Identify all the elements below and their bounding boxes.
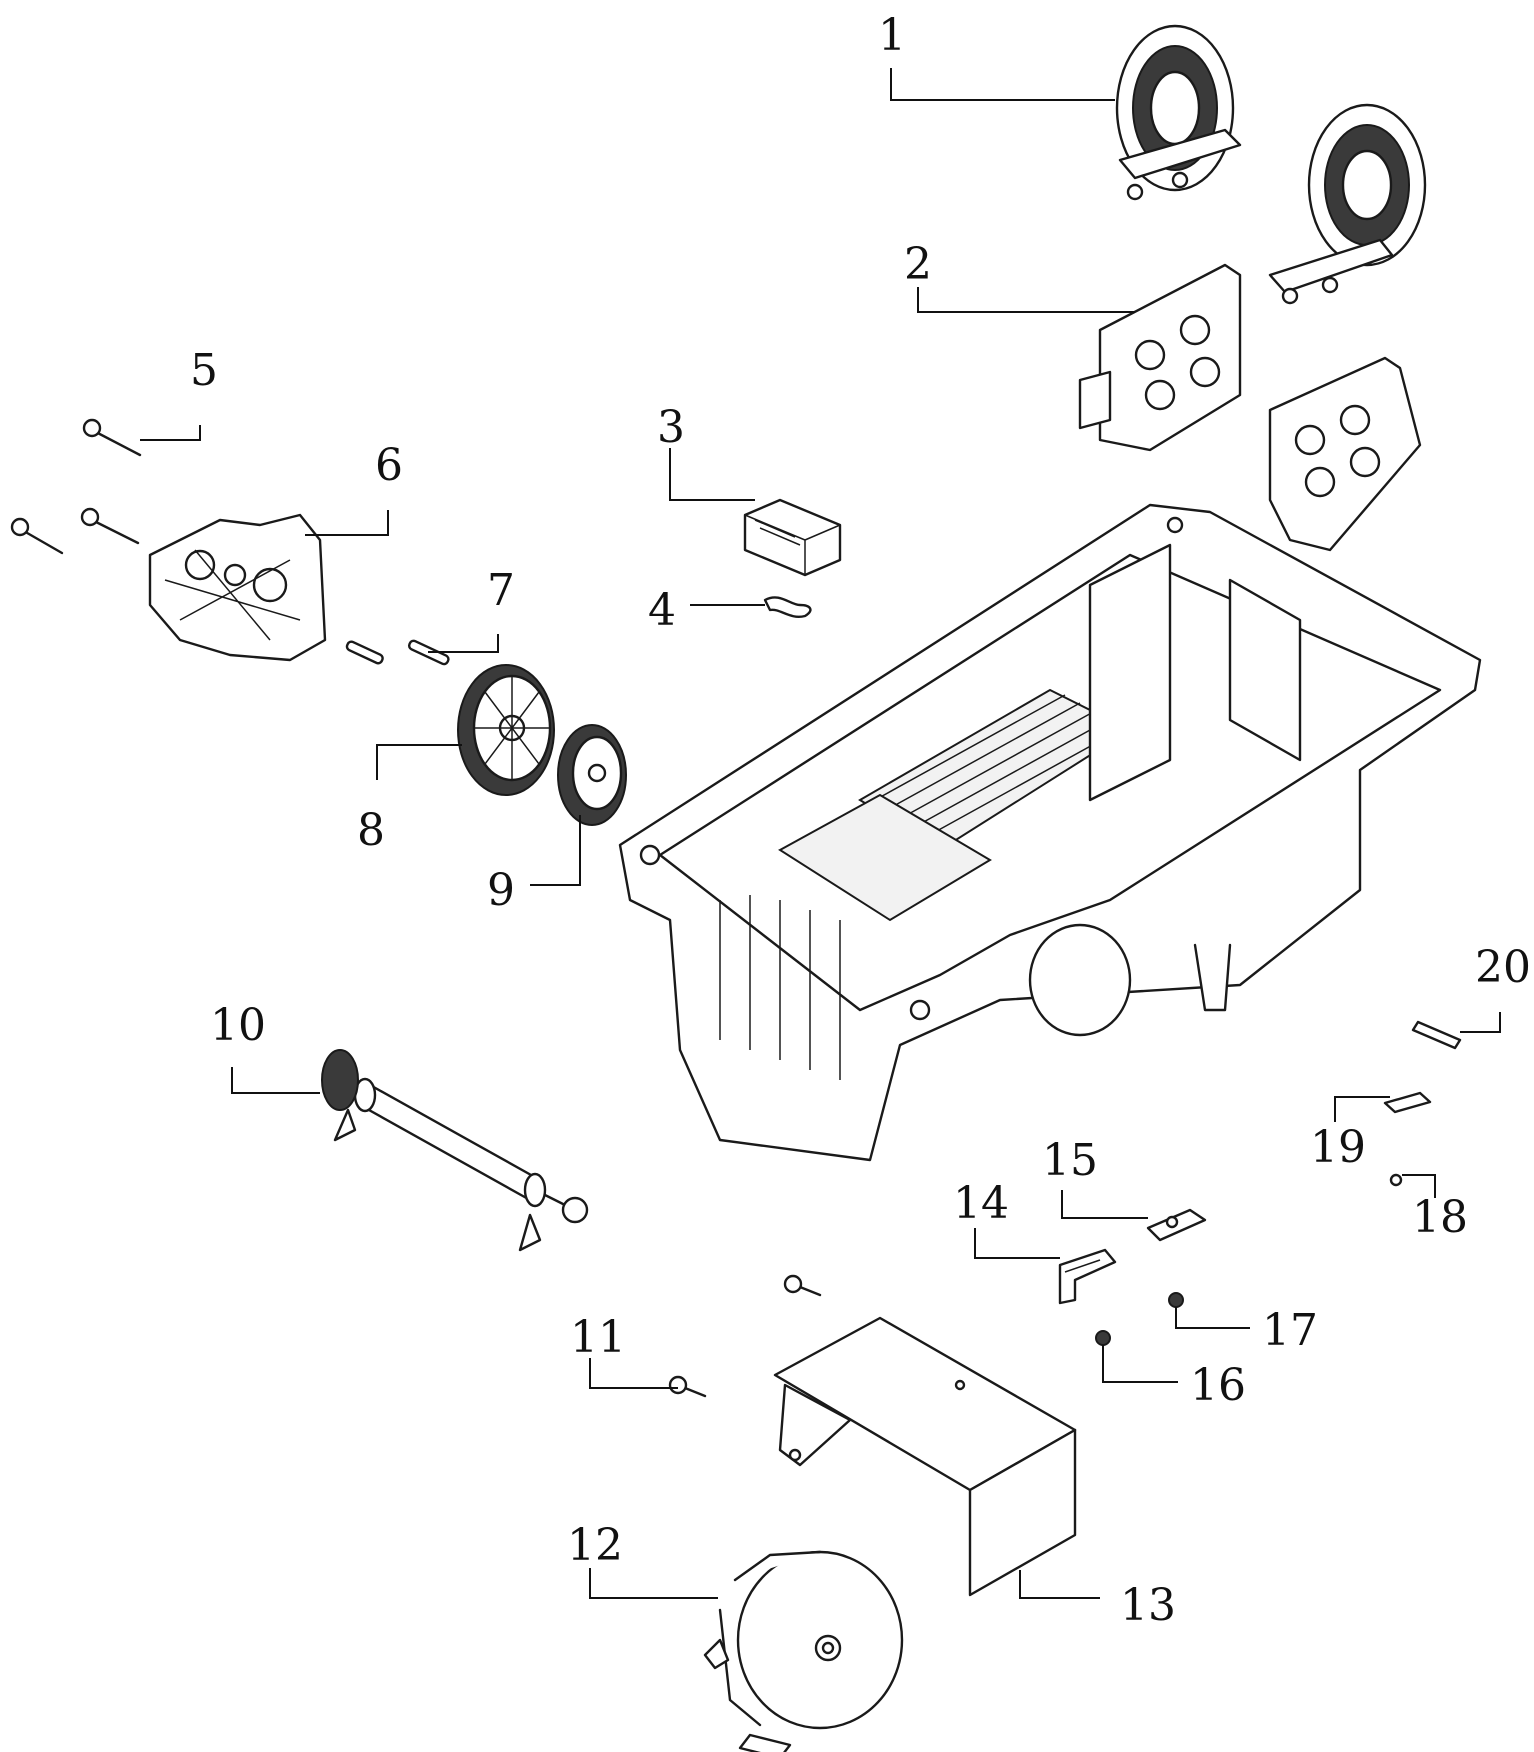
part-2-spool-brackets [1078,263,1422,552]
callout-16: 16 [1190,1360,1246,1411]
part-1-spool-holders [1115,24,1427,305]
part-15-plate [1146,1208,1207,1242]
leader-12 [589,1568,718,1599]
callout-15: 15 [1042,1135,1098,1186]
leader-20 [1460,1012,1501,1033]
leader-13 [1019,1570,1100,1599]
leader-9 [530,815,581,886]
callout-7: 7 [487,565,515,616]
callout-1: 1 [878,10,906,61]
part-19-clip [1383,1091,1432,1114]
part-18-screw [1389,1173,1403,1187]
leader-7 [428,634,499,653]
callout-labels: 1 2 3 4 5 6 7 8 9 10 11 12 13 14 15 16 1… [190,10,1531,1631]
leader-3 [669,448,755,501]
callout-5: 5 [190,345,218,396]
part-5-screws [10,418,142,555]
part-12-stepper-motor [703,1550,904,1752]
leader-11 [589,1358,678,1389]
part-3-sensor-block [743,498,842,577]
part-9-small-gear [557,724,627,826]
part-16-screw [1095,1330,1111,1346]
part-14-bracket [1058,1248,1117,1305]
callout-11: 11 [570,1312,626,1363]
leader-lines [140,68,1501,1599]
leader-14 [974,1228,1060,1259]
callout-18: 18 [1412,1192,1468,1243]
callout-13: 13 [1120,1580,1176,1631]
callout-9: 9 [487,865,515,916]
callout-20: 20 [1475,942,1531,993]
part-13-motor-bracket [773,1316,1077,1597]
leader-2 [917,287,1135,313]
callout-10: 10 [210,1000,266,1051]
leader-17 [1175,1307,1250,1329]
callout-6: 6 [375,440,403,491]
part-6-gear-housing [148,513,327,662]
part-17-screw [1168,1292,1184,1308]
leader-10 [231,1067,320,1094]
leader-15 [1061,1190,1148,1219]
callout-4: 4 [648,585,676,636]
leader-18 [1402,1174,1436,1198]
callout-19: 19 [1310,1122,1366,1173]
part-10-platen-roller [321,1049,589,1252]
leader-8 [376,744,462,780]
callout-12: 12 [567,1520,623,1571]
callout-17: 17 [1262,1305,1318,1356]
callout-8: 8 [357,805,385,856]
part-11-screws [668,1274,822,1398]
leader-19 [1334,1096,1390,1122]
leader-6 [305,510,389,536]
part-4-spring-clip [763,596,812,619]
leader-5 [140,425,201,441]
part-8-large-gear [457,664,555,796]
leader-16 [1102,1345,1178,1383]
callout-3: 3 [657,402,685,453]
callout-14: 14 [953,1178,1009,1229]
printer-base-chassis [618,503,1482,1162]
leader-1 [890,68,1115,101]
callout-2: 2 [904,239,932,290]
part-20-lever [1411,1020,1462,1050]
